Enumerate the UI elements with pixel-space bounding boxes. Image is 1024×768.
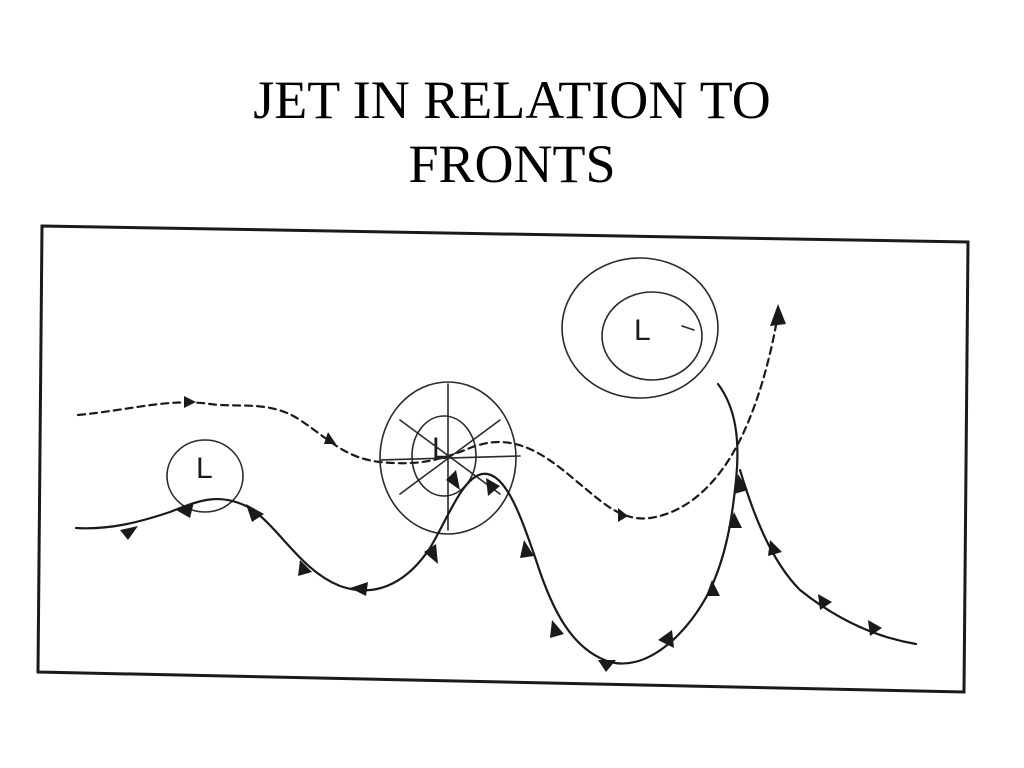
front-marker-7	[446, 470, 460, 490]
jet-stream-line	[76, 312, 780, 520]
jet-arrow-mark-3	[618, 508, 628, 522]
front-marker-15	[734, 474, 748, 494]
front-marker-14	[728, 512, 742, 528]
front-marker-16	[768, 540, 782, 556]
front-marker-5	[350, 582, 368, 596]
low-isobar-right-outer	[561, 257, 719, 399]
front-marker-12	[658, 630, 674, 648]
jet-arrow-mark-2	[324, 432, 336, 444]
front-marker-13	[706, 580, 720, 596]
front-marker-17	[818, 594, 832, 610]
low-isobar-middle-inner	[411, 415, 477, 497]
low-isobar-left	[166, 439, 244, 513]
page-title: JET IN RELATION TO FRONTS	[112, 68, 912, 196]
low-label-middle: L	[432, 432, 449, 465]
front-marker-11	[598, 660, 616, 672]
low-label-left: L	[196, 452, 213, 485]
right-low-arrow	[681, 325, 695, 331]
front-marker-2	[176, 502, 194, 518]
front-marker-9	[520, 540, 534, 558]
front-marker-3	[246, 504, 264, 522]
front-marker-8	[486, 478, 500, 496]
occluded-front-line	[738, 468, 918, 646]
cold-front-line	[74, 382, 739, 665]
front-marker-1	[120, 526, 138, 540]
title-line-1: JET IN RELATION TO	[253, 70, 771, 130]
diagram-frame	[36, 224, 970, 694]
title-line-2: FRONTS	[408, 134, 616, 194]
front-marker-18	[868, 620, 882, 636]
front-marker-10	[550, 620, 564, 638]
middle-low-crosslines	[379, 383, 521, 531]
jet-arrow-mark-1	[184, 396, 196, 408]
low-label-right: L	[634, 314, 651, 347]
jet-arrowhead	[770, 304, 786, 326]
front-marker-6	[424, 544, 438, 564]
front-marker-4	[298, 560, 312, 576]
low-isobar-right-inner	[601, 291, 703, 381]
low-isobar-middle-outer	[379, 381, 517, 535]
